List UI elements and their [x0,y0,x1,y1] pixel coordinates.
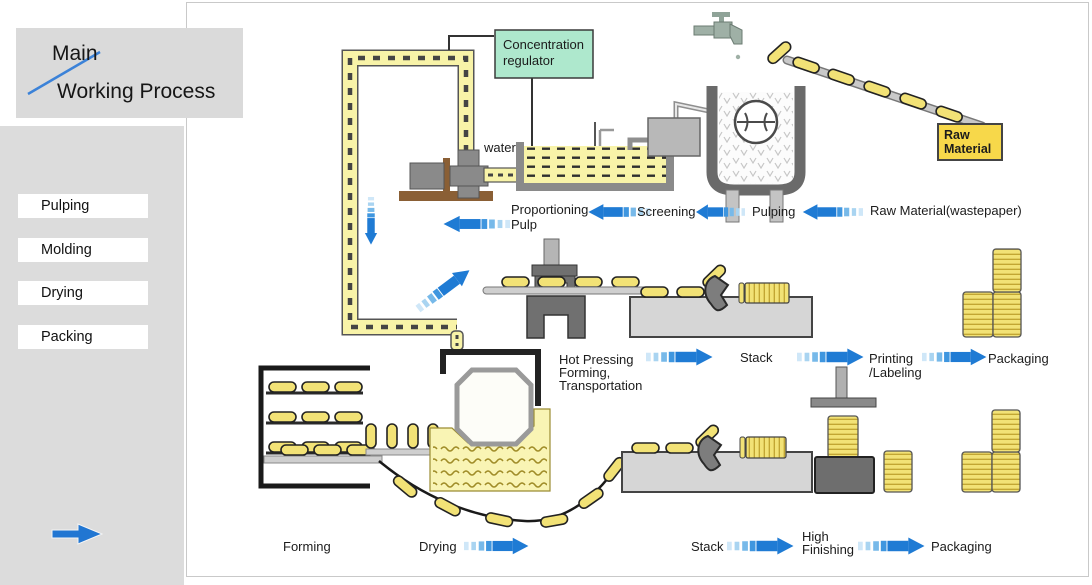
water-label: water [483,140,516,155]
flow-row-bottom: Forming Drying Stack High Finishing Pack… [283,529,992,557]
sidebar-item-pulping[interactable]: Pulping [18,194,148,218]
arrow-to-pipe-icon [443,215,510,233]
sidebar-item-molding[interactable]: Molding [18,238,148,262]
diagram-canvas: Concentration regulator water [186,2,1089,577]
title-line2: Working Process [57,80,216,103]
proportioning-tank: water [483,122,674,191]
page-title: Main Working Process [16,28,243,118]
arrow-printing-to-packaging-icon [922,348,987,366]
packaging-stacks-mid [962,248,1022,338]
high-finishing-label-line2: Finishing [802,542,854,557]
next-arrow-icon[interactable] [50,521,106,547]
forming-vat [429,349,551,492]
raw-material-box-line1: Raw [944,128,970,142]
printing-press [810,366,913,494]
hot-press-station [482,238,658,339]
flow-row-top: Proportioning Pulp Screening Pulping Raw… [443,202,1022,233]
arrow-stack-to-finishing-icon [727,537,794,555]
flow-row-middle: Hot Pressing Forming, Transportation Sta… [559,348,1049,393]
screening-label: Screening [637,204,696,219]
arrow-drying-icon [464,537,529,555]
printing-label-line2: /Labeling [869,365,922,380]
hot-pressing-label-line1: Hot Pressing [559,352,633,367]
packaging-stacks-bottom [961,409,1021,493]
pulp-pipe [341,49,475,351]
pulp-pump [399,149,519,201]
high-finishing-label-line1: High [802,529,829,544]
process-diagram: Concentration regulator water [258,12,1049,557]
concentration-regulator: Concentration regulator [448,29,594,146]
arrow-stack-to-printing-icon [797,348,864,366]
arrow-to-hot-press-icon [413,263,475,316]
printing-label-line1: Printing [869,351,913,366]
screening-machine [627,100,715,157]
hot-pressing-label-line2: Forming, [559,365,610,380]
arrow-finishing-to-packaging-icon [858,537,925,555]
raw-material-box: Raw Material [937,123,1003,161]
drying-label: Drying [419,539,457,554]
packaging-mid-label: Packaging [988,351,1049,366]
forming-rack [258,365,383,489]
stacking-table-bottom [621,423,813,493]
upright-tray-conveyor [365,423,439,456]
title-line1: Main [52,42,98,65]
hot-pressing-label-line3: Transportation [559,378,642,393]
raw-material-box-line2: Material [944,142,991,156]
stacking-table [629,263,813,338]
drying-belt [378,454,628,529]
sidebar-item-drying[interactable]: Drying [18,281,148,305]
title-divider-line [27,50,101,96]
pulping-label: Pulping [752,204,795,219]
concentration-label-line1: Concentration [503,37,584,52]
feed-conveyor [765,39,987,131]
stack-bottom-label: Stack [691,539,724,554]
hydropulper [706,86,806,223]
proportioning-label-line1: Proportioning [511,202,588,217]
packaging-bottom-label: Packaging [931,539,992,554]
concentration-label-line2: regulator [503,53,555,68]
stack-mid-label: Stack [740,350,773,365]
proportioning-label-line2: Pulp [511,217,537,232]
sidebar-item-packing[interactable]: Packing [18,325,148,349]
arrow-rawmaterial-to-pulping-icon [802,204,863,220]
arrow-hotpress-to-stack-icon [646,348,713,366]
faucet-icon [693,12,743,60]
forming-label: Forming [283,539,331,554]
raw-material-label: Raw Material(wastepaper) [870,203,1022,218]
arrow-pipe-down-icon [364,197,378,245]
